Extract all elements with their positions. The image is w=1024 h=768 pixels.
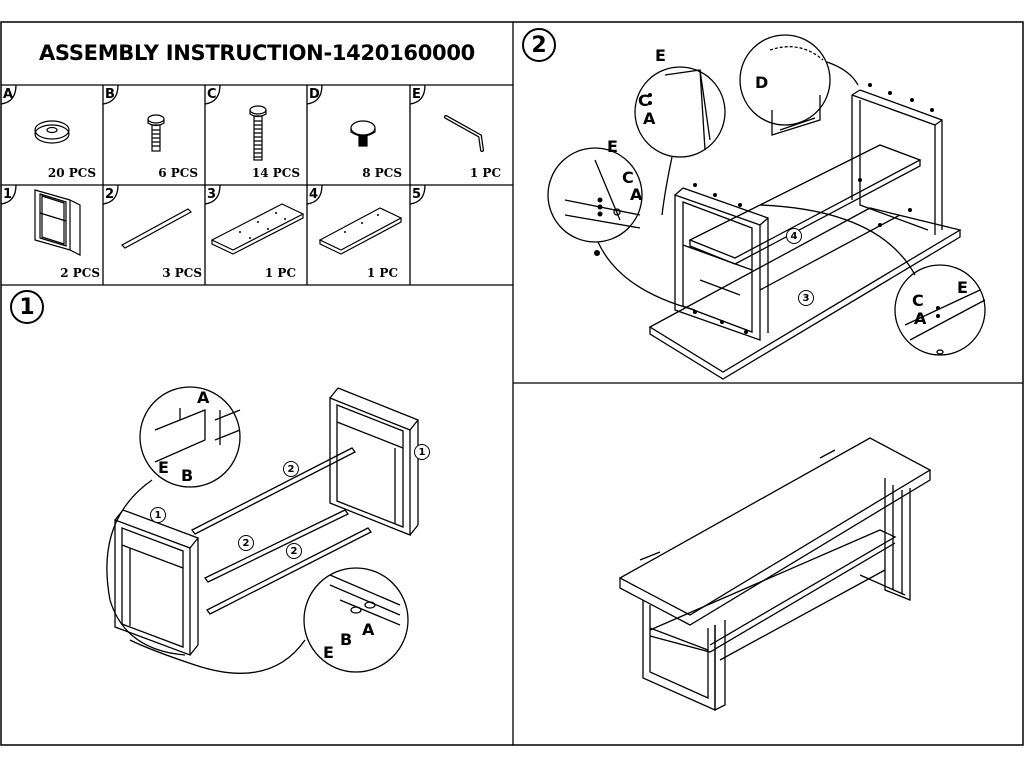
step1-callout-e2: E <box>323 643 334 662</box>
shelf-panel-icon <box>318 207 403 255</box>
part-number-3: 3 <box>207 187 217 202</box>
step1-part-label: 2 <box>286 543 302 559</box>
step1-callout-a2: A <box>362 620 375 639</box>
part-qty-1: 2 PCS <box>60 266 100 280</box>
step2-callout-a3: A <box>914 309 927 328</box>
step1-part-label: 2 <box>238 535 254 551</box>
part-qty-3: 1 PC <box>264 266 296 280</box>
part-qty-2: 3 PCS <box>162 266 202 280</box>
part-number-5: 5 <box>412 187 422 202</box>
hardware-qty-c: 14 PCS <box>251 166 300 180</box>
hardware-letter-b: B <box>105 87 115 102</box>
step2-callout-a: A <box>643 109 656 128</box>
part-number-4: 4 <box>309 187 319 202</box>
part-number-1: 1 <box>3 187 13 202</box>
step2-callout-e2: E <box>607 137 618 156</box>
step1-part-label: 2 <box>283 461 299 477</box>
hardware-letter-a: A <box>3 87 14 102</box>
part-qty-4: 1 PC <box>366 266 398 280</box>
hardware-letter-d: D <box>309 87 320 102</box>
step1-callout-a: A <box>197 388 210 407</box>
step2-callout-c3: C <box>912 291 924 310</box>
step2-callout-a2: A <box>630 185 643 204</box>
step2-callout-c: C <box>638 91 650 110</box>
hardware-qty-b: 6 PCS <box>158 166 198 180</box>
step2-screw-dots <box>594 83 940 334</box>
hardware-qty-a: 20 PCS <box>47 166 96 180</box>
side-frame-icon <box>34 189 81 256</box>
step2-callout-d: D <box>755 73 769 92</box>
hardware-qty-d: 8 PCS <box>362 166 402 180</box>
hardware-qty-e: 1 PC <box>469 166 501 180</box>
step1-callout-b2: B <box>340 630 353 649</box>
step1-callout-b: B <box>181 466 194 485</box>
hardware-letter-c: C <box>207 87 217 102</box>
step1-badge: 1 <box>10 290 44 324</box>
top-panel-icon <box>210 203 305 255</box>
short-bolt-icon <box>147 114 165 152</box>
rail-bar-icon <box>121 208 192 249</box>
step2-callout-e3: E <box>957 278 968 297</box>
step1-callout-e: E <box>158 458 169 477</box>
hardware-letter-e: E <box>412 87 421 102</box>
step2-part-label: 3 <box>798 290 814 306</box>
step2-badge: 2 <box>522 28 556 62</box>
washer-icon <box>34 120 70 144</box>
step2-diagram <box>547 34 986 380</box>
page-title: ASSEMBLY INSTRUCTION-1420160000 <box>38 41 475 65</box>
step2-callout-c2: C <box>622 168 634 187</box>
step2-part-label: 4 <box>786 228 802 244</box>
step1-part-label: 1 <box>150 507 166 523</box>
leveling-foot-icon <box>350 120 376 147</box>
step2-callout-e: E <box>655 46 666 65</box>
part-number-2: 2 <box>105 187 115 202</box>
step1-diagram <box>106 386 419 674</box>
step1-part-label: 1 <box>414 444 430 460</box>
long-bolt-icon <box>249 105 267 161</box>
finished-table <box>618 437 932 712</box>
